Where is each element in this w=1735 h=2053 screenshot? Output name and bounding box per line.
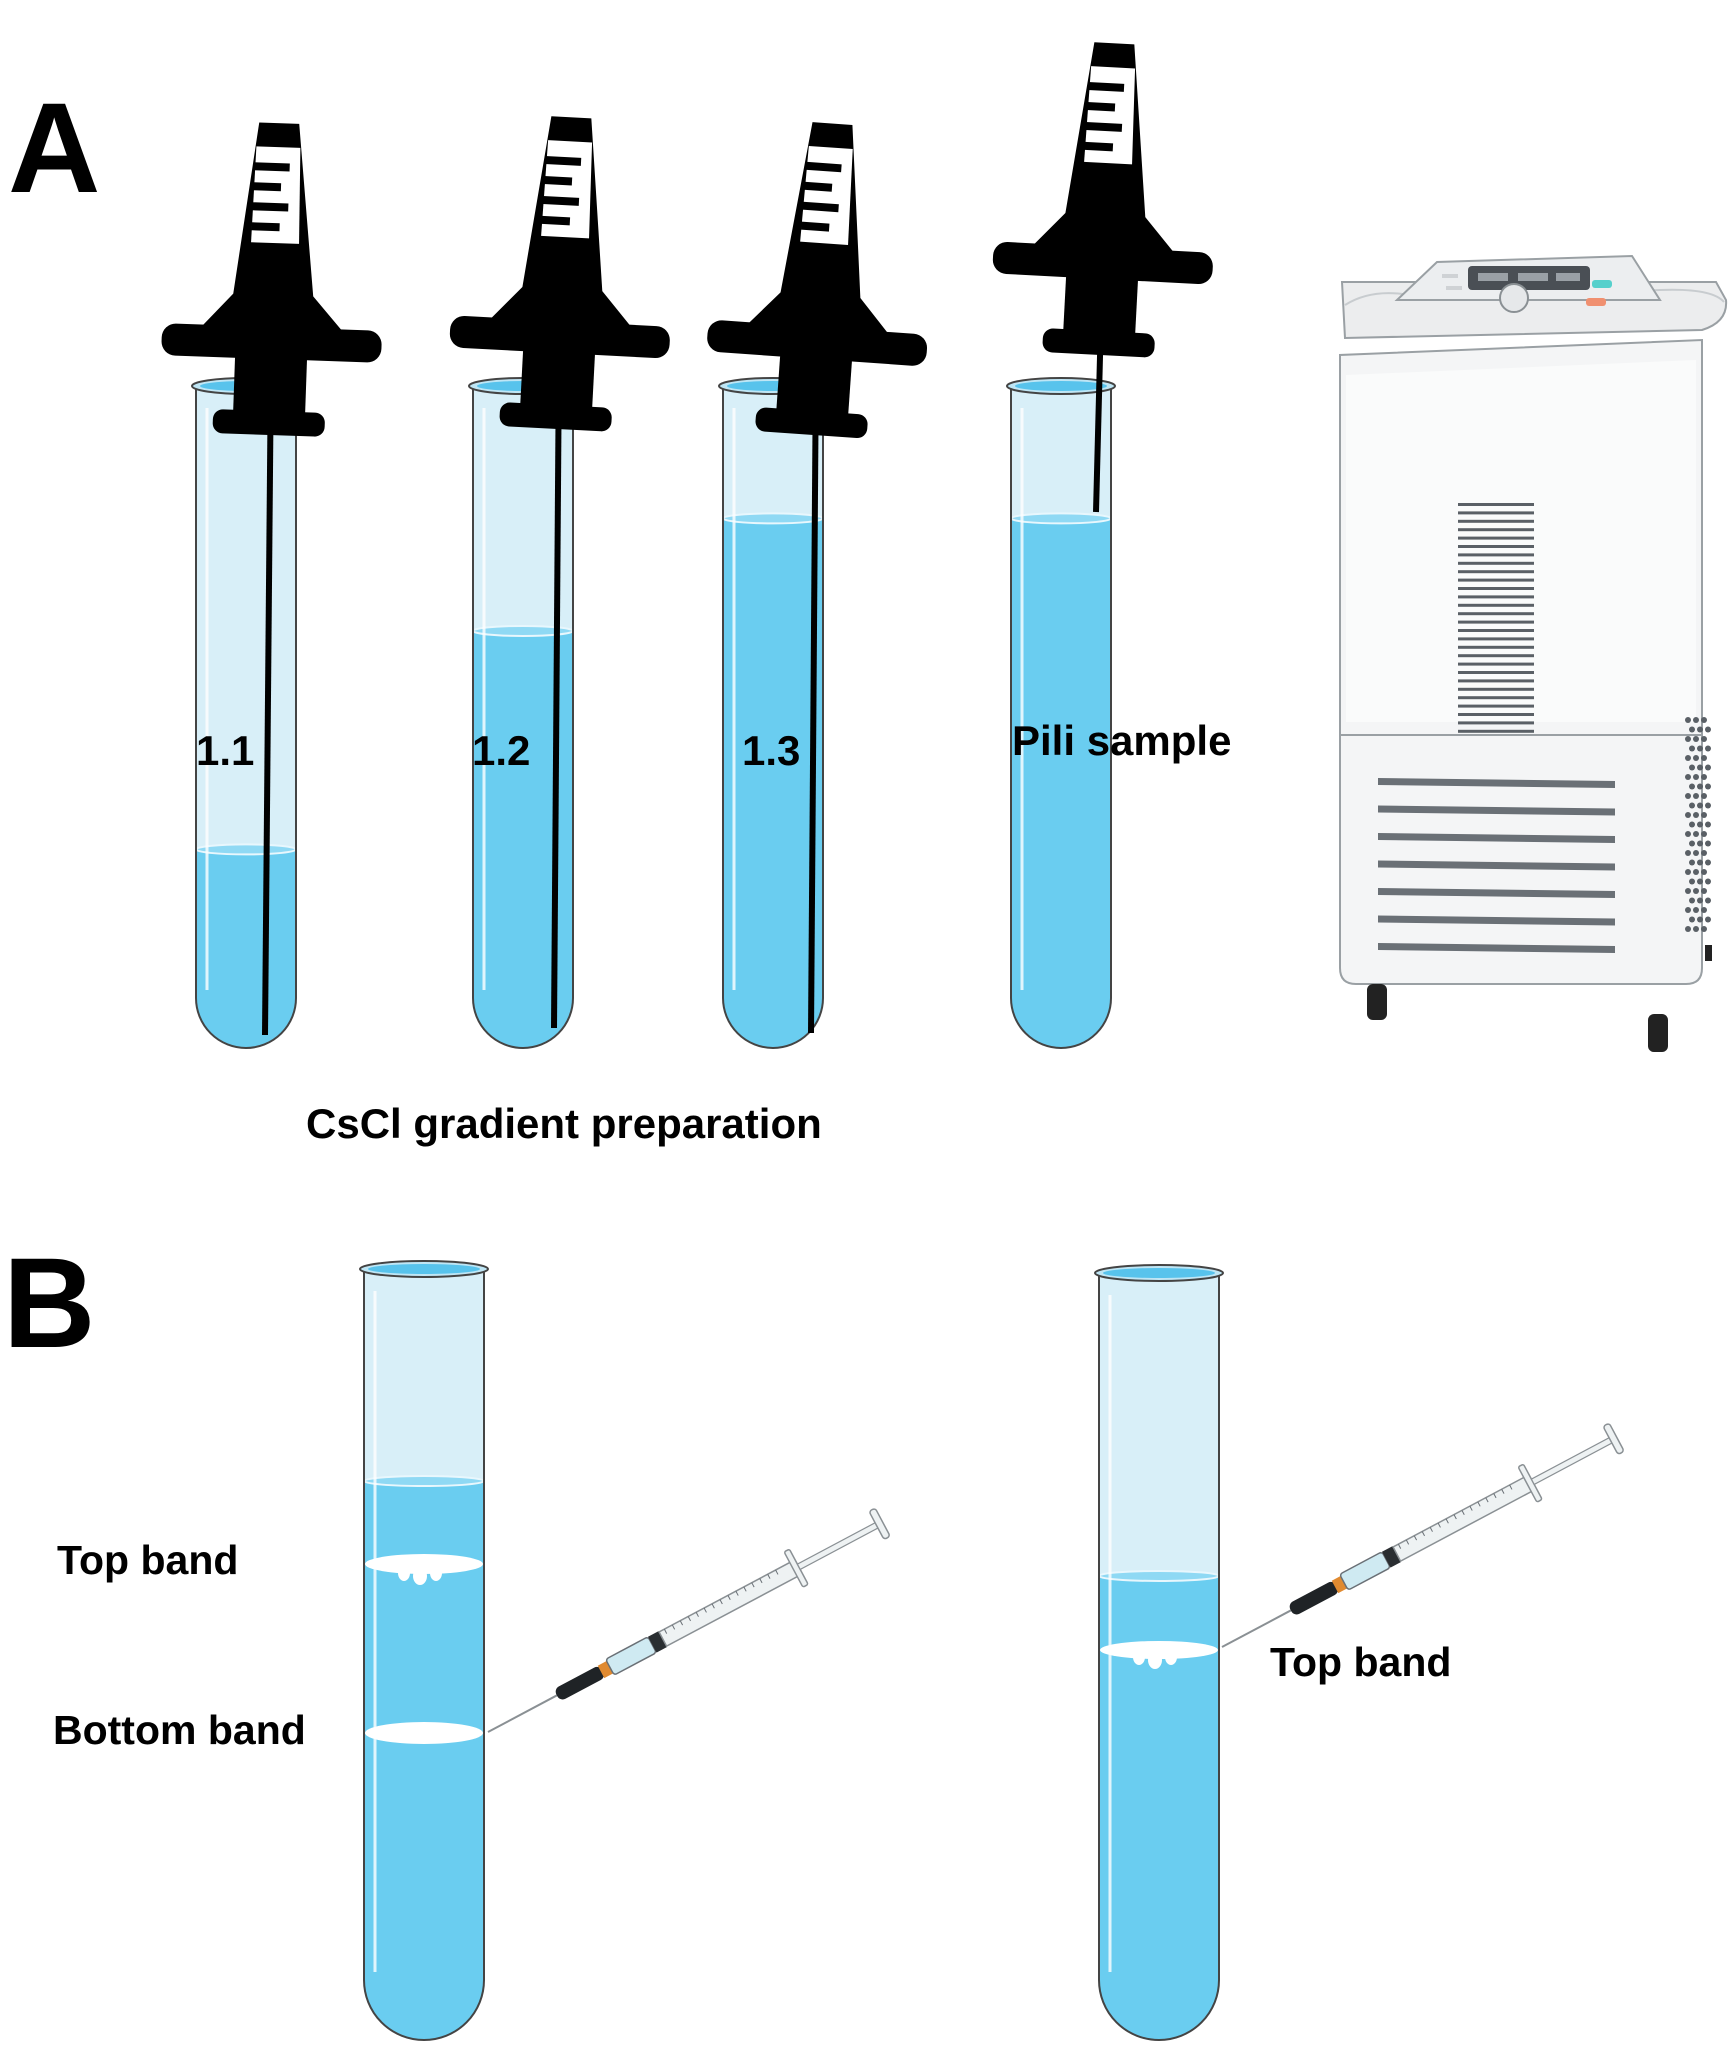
syringe-icon bbox=[158, 119, 390, 439]
needle-a-2 bbox=[551, 352, 562, 1029]
syringe-left bbox=[487, 1508, 890, 1733]
tube-b-left bbox=[359, 1260, 489, 2041]
tube-a-4 bbox=[1006, 377, 1116, 1049]
bottom-band-left bbox=[365, 1722, 483, 1744]
label-bottom-band-left: Bottom band bbox=[53, 1707, 306, 1753]
panel-a-artwork bbox=[158, 37, 1728, 1052]
tube-a-1 bbox=[191, 377, 301, 1049]
tube-a-1-liquid bbox=[196, 849, 296, 1048]
tube-label-1-2: 1.2 bbox=[472, 727, 531, 774]
tube-a-4-liquid bbox=[1011, 518, 1111, 1048]
tube-a-2 bbox=[468, 377, 578, 1049]
tube-label-1-3: 1.3 bbox=[742, 727, 801, 774]
panel-label-b: B bbox=[3, 1232, 96, 1375]
syringe-icon bbox=[988, 37, 1225, 361]
label-top-band-left: Top band bbox=[57, 1537, 239, 1583]
top-band-left bbox=[365, 1554, 483, 1574]
label-top-band-right: Top band bbox=[1270, 1639, 1452, 1685]
centrifuge bbox=[1339, 254, 1728, 1052]
panel-label-a: A bbox=[8, 77, 101, 220]
needle-a-1 bbox=[262, 358, 274, 1036]
caption-csci-gradient-preparation: CsCl gradient preparation bbox=[306, 1100, 822, 1147]
panel-b-artwork bbox=[359, 1260, 1624, 2041]
tube-label-pili-sample: Pili sample bbox=[1012, 717, 1232, 764]
syringe-right bbox=[1221, 1423, 1624, 1648]
tube-label-1-1: 1.1 bbox=[196, 727, 255, 774]
top-band-right bbox=[1100, 1641, 1218, 1659]
tube-a-3 bbox=[718, 377, 828, 1049]
needle-a-3 bbox=[808, 358, 819, 1034]
tube-a-3-liquid bbox=[723, 518, 823, 1048]
